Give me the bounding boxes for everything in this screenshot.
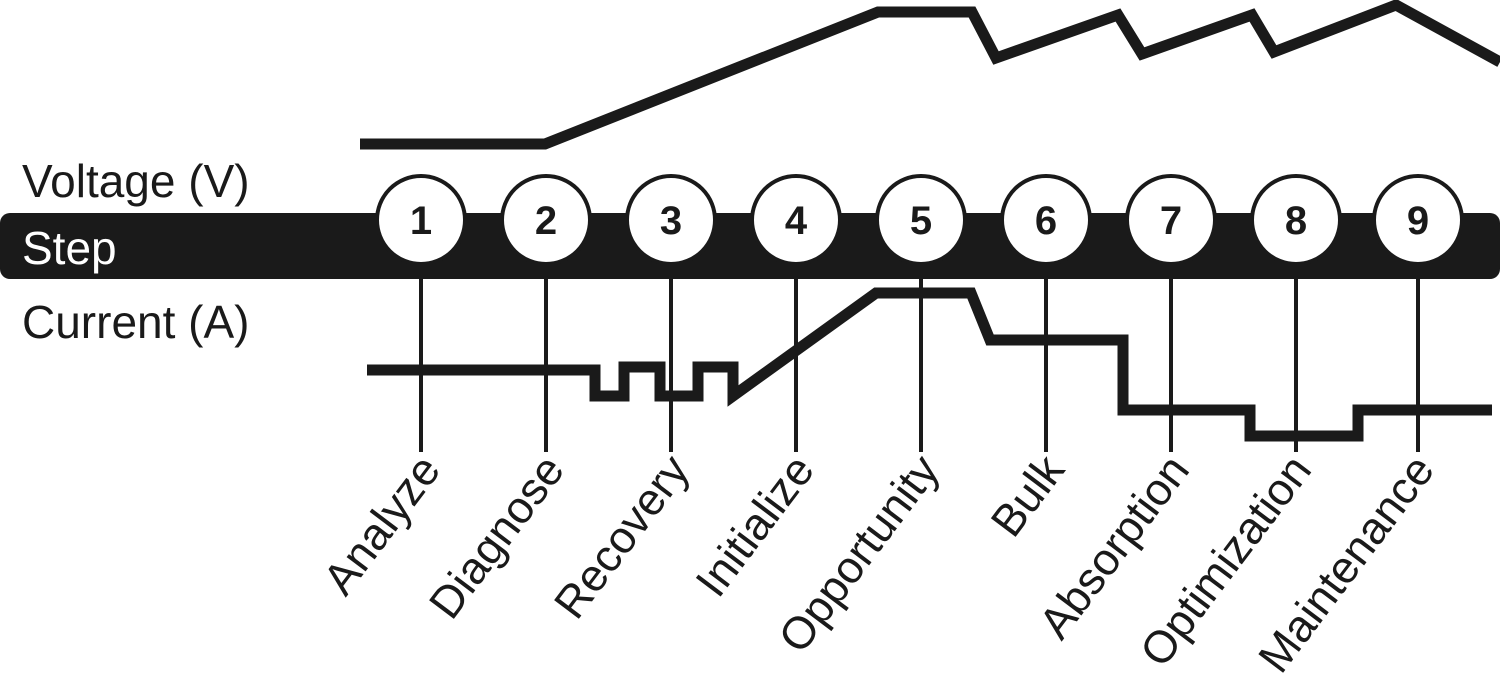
step-number-2: 2 [535,199,557,243]
step-number-6: 6 [1035,199,1057,243]
step-marker-6: 6 [1000,174,1092,266]
step-circle-2 [500,174,592,266]
step-circle-4 [750,174,842,266]
step-marker-8: 8 [1250,174,1342,266]
step-row-label: Step [22,222,117,274]
step-name-4: Initialize [685,445,824,606]
step-number-4: 4 [785,199,808,243]
step-number-7: 7 [1160,199,1182,243]
step-name-6: Bulk [981,445,1075,546]
leader-lines [419,245,1420,452]
step-number-1: 1 [410,199,432,243]
step-name-1: Analyze [313,445,450,604]
step-circle-1 [375,174,467,266]
step-circle-8 [1250,174,1342,266]
step-marker-3: 3 [625,174,717,266]
step-number-5: 5 [910,199,932,243]
step-marker-4: 4 [750,174,842,266]
step-band [0,213,1500,279]
voltage-row-label: Voltage (V) [22,155,250,207]
step-number-8: 8 [1285,199,1307,243]
current-trace [367,287,1492,442]
step-marker-1: 1 [375,174,467,266]
voltage-trace [360,0,1500,150]
step-marker-9: 9 [1372,174,1464,266]
step-markers: 1 2 3 4 5 6 7 8 [375,174,1464,266]
step-marker-7: 7 [1125,174,1217,266]
current-row-label: Current (A) [22,296,249,348]
step-circle-7 [1125,174,1217,266]
step-circle-3 [625,174,717,266]
step-circle-6 [1000,174,1092,266]
step-marker-2: 2 [500,174,592,266]
step-marker-5: 5 [875,174,967,266]
step-circle-5 [875,174,967,266]
step-number-3: 3 [660,199,682,243]
step-number-9: 9 [1407,199,1429,243]
step-circle-9 [1372,174,1464,266]
step-names: Analyze Diagnose Recovery Initialize Opp… [313,445,1444,682]
